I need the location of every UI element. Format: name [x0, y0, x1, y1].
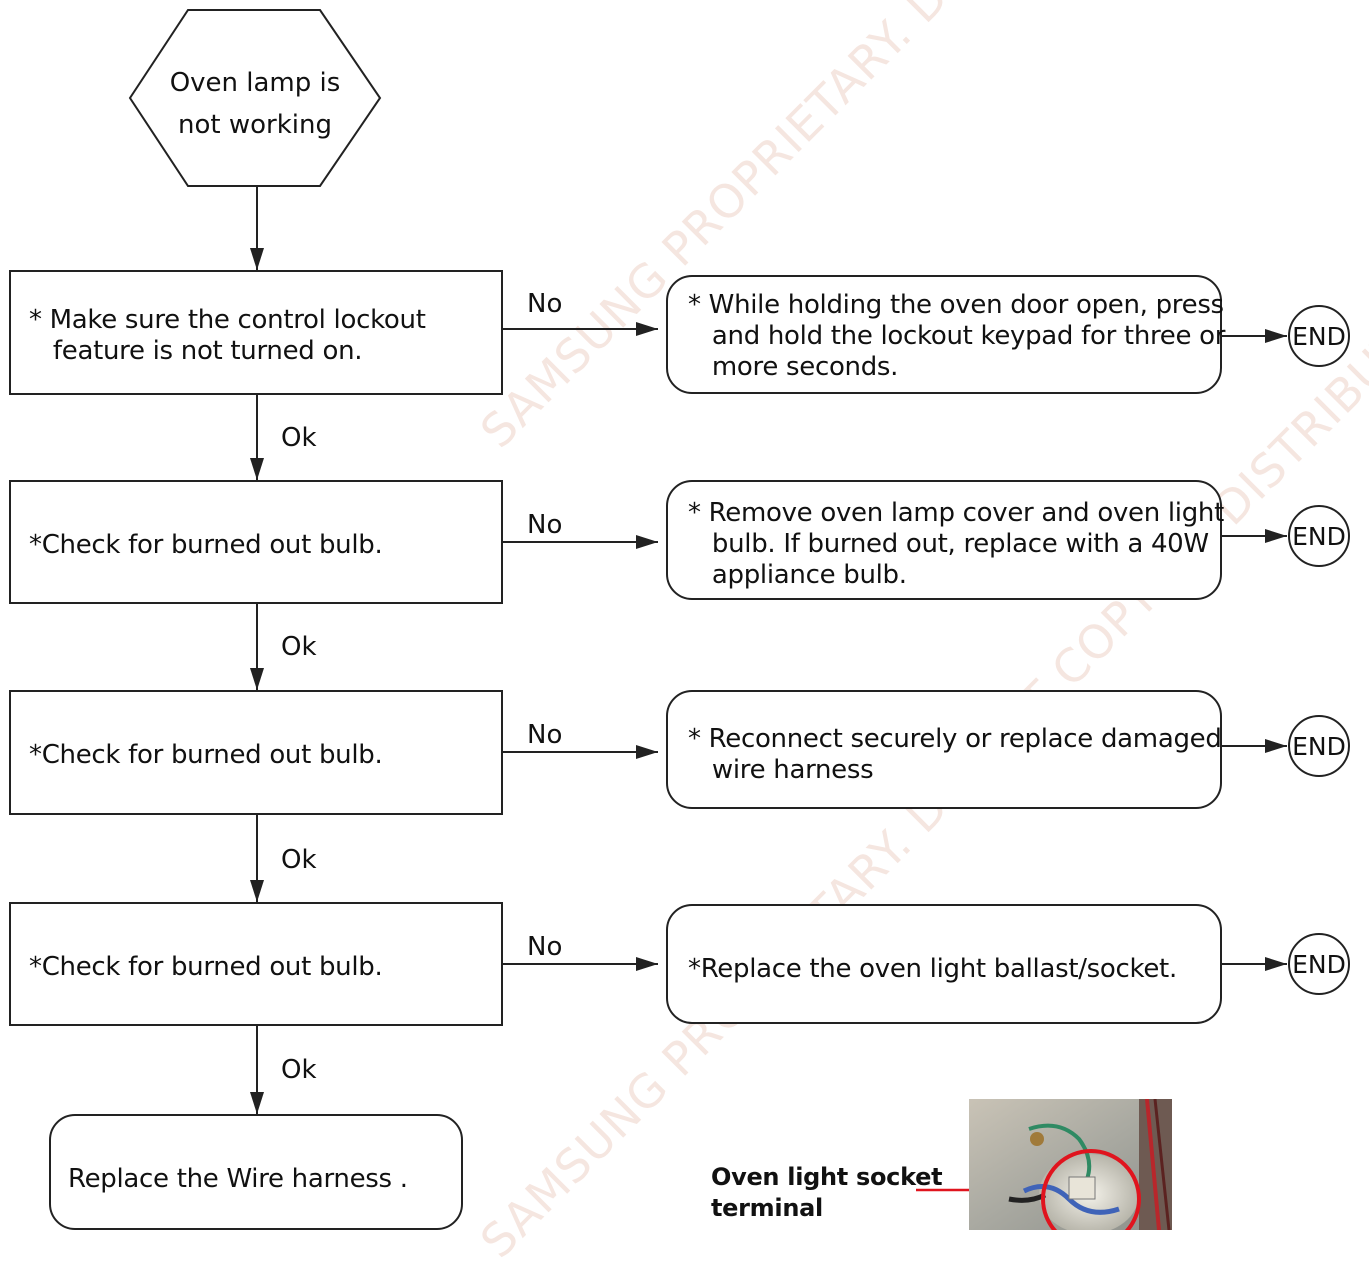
photo-caption-line2: terminal — [711, 1194, 823, 1222]
no-label-4: No — [527, 932, 563, 962]
ok-label-4: Ok — [281, 1055, 317, 1085]
end-node-2: END — [1288, 505, 1350, 567]
step-box-2: *Check for burned out bulb. — [9, 480, 503, 604]
step-box-1: * Make sure the control lockout feature … — [9, 270, 503, 395]
step-box-3: *Check for burned out bulb. — [9, 690, 503, 815]
photo-caption-line1: Oven light socket — [711, 1163, 943, 1191]
step-text-2: *Check for burned out bulb. — [29, 530, 383, 560]
action-text-3: * Reconnect securely or replace damaged … — [688, 724, 1222, 785]
end-node-4: END — [1288, 933, 1350, 995]
action-box-4: *Replace the oven light ballast/socket. — [666, 904, 1222, 1024]
oven-light-socket-photo — [969, 1099, 1172, 1230]
step-text-3: *Check for burned out bulb. — [29, 740, 383, 770]
step-box-4: *Check for burned out bulb. — [9, 902, 503, 1026]
start-line2: not working — [178, 110, 332, 140]
start-node-label: Oven lamp is not working — [130, 62, 380, 146]
ok-label-3: Ok — [281, 845, 317, 875]
action-text-2: * Remove oven lamp cover and oven light … — [688, 498, 1225, 590]
ok-label-2: Ok — [281, 632, 317, 662]
no-label-1: No — [527, 289, 563, 319]
step-text-4: *Check for burned out bulb. — [29, 952, 383, 982]
action-box-1: * While holding the oven door open, pres… — [666, 275, 1226, 394]
final-action-box: Replace the Wire harness . — [49, 1114, 463, 1230]
start-hexagon — [128, 9, 382, 187]
flow-connectors — [128, 9, 1287, 1194]
socket-photo-drawing — [969, 1099, 1172, 1230]
no-label-3: No — [527, 720, 563, 750]
final-action-text: Replace the Wire harness . — [68, 1164, 408, 1194]
no-label-2: No — [527, 510, 563, 540]
start-line1: Oven lamp is — [169, 68, 341, 98]
action-text-4: *Replace the oven light ballast/socket. — [688, 954, 1177, 984]
action-box-2: * Remove oven lamp cover and oven light … — [666, 480, 1225, 600]
end-node-1: END — [1288, 305, 1350, 367]
action-text-1: * While holding the oven door open, pres… — [688, 290, 1226, 382]
photo-caption: Oven light socket terminal — [711, 1162, 943, 1224]
action-box-3: * Reconnect securely or replace damaged … — [666, 690, 1222, 809]
step-text-1: * Make sure the control lockout feature … — [29, 305, 426, 366]
end-node-3: END — [1288, 715, 1350, 777]
ok-label-1: Ok — [281, 423, 317, 453]
